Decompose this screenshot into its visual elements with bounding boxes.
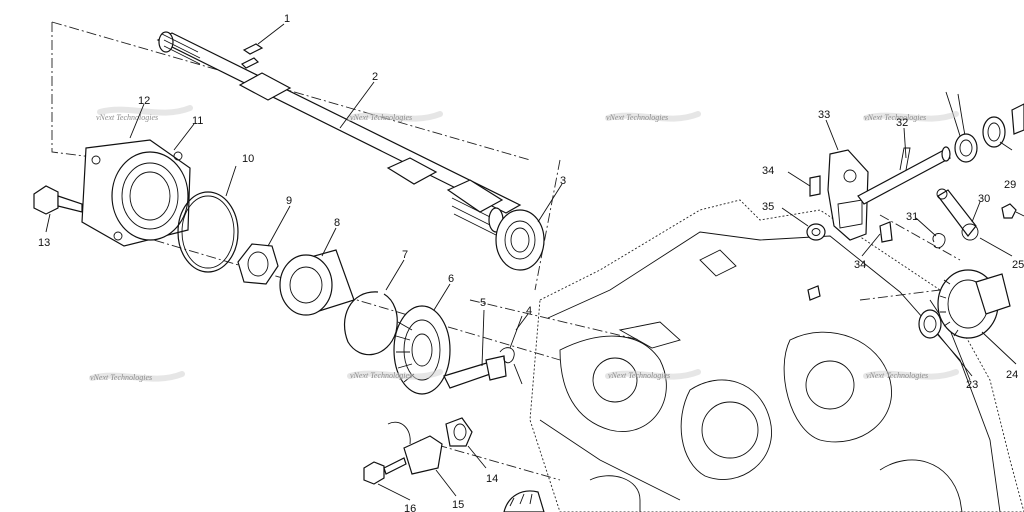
lower-gear xyxy=(503,490,545,512)
bevel-gear xyxy=(393,305,451,395)
bracket-bolt xyxy=(363,457,407,485)
lock-nut xyxy=(237,243,279,285)
callout-3: 3 xyxy=(560,175,566,187)
shift-collar xyxy=(445,417,473,447)
case-stud xyxy=(807,285,821,301)
watermark-5: vNext Technologies xyxy=(90,373,152,382)
callout-1: 1 xyxy=(284,13,290,25)
callout-4: 4 xyxy=(526,305,532,317)
callout-leaders xyxy=(45,23,1017,501)
selector-shaft xyxy=(857,146,951,205)
callout-10: 10 xyxy=(242,153,254,165)
callout-11: 11 xyxy=(192,115,203,127)
torsion-spring xyxy=(499,315,523,385)
callout-32: 32 xyxy=(896,117,908,129)
callout-7: 7 xyxy=(402,249,408,261)
collar-edge xyxy=(1011,103,1024,135)
watermark-8: vNext Technologies xyxy=(866,371,928,380)
callout-35: 35 xyxy=(762,201,774,213)
callout-31: 31 xyxy=(906,211,918,223)
callout-6: 6 xyxy=(448,273,454,285)
callout-labels: 1 2 3 4 5 6 7 8 9 10 11 12 13 14 15 16 2… xyxy=(38,13,1024,512)
watermark-2: vNext Technologies xyxy=(350,113,412,122)
output-gear xyxy=(937,269,1011,339)
callout-30: 30 xyxy=(978,193,990,205)
callout-34-lower: 34 xyxy=(854,259,866,271)
watermark-4: vNext Technologies xyxy=(864,113,926,122)
callout-23: 23 xyxy=(966,379,978,391)
watermark-3: vNext Technologies xyxy=(606,113,668,122)
shift-linkage xyxy=(932,188,979,249)
callout-13: 13 xyxy=(38,237,50,249)
seal-bearing xyxy=(495,209,545,271)
return-spring xyxy=(945,91,978,163)
spacer-ring xyxy=(982,116,1006,148)
snap-ring xyxy=(343,291,398,356)
flange-bolt xyxy=(33,185,83,215)
callout-15: 15 xyxy=(452,499,464,511)
washer xyxy=(806,223,826,241)
shift-fork-plate xyxy=(827,149,869,241)
watermark-7: vNext Technologies xyxy=(608,371,670,380)
main-shaft xyxy=(156,31,522,237)
shaft-key xyxy=(240,43,264,69)
mount-bracket xyxy=(387,421,443,475)
watermark-1: vNext Technologies xyxy=(96,113,158,122)
gear-washer xyxy=(918,309,942,339)
callout-29: 29 xyxy=(1004,179,1016,191)
callout-8: 8 xyxy=(334,217,340,229)
callout-2: 2 xyxy=(372,71,378,83)
callout-25: 25 xyxy=(1012,259,1024,271)
bearing-housing xyxy=(81,139,191,247)
shaft-spline-front xyxy=(161,33,201,65)
transmission-case xyxy=(529,199,1024,512)
detent-spring-lower xyxy=(879,221,893,243)
detent-spring-upper xyxy=(809,175,821,197)
callout-16: 16 xyxy=(404,503,416,512)
drive-bearing xyxy=(279,249,355,316)
callout-34-upper: 34 xyxy=(762,165,774,177)
callout-14: 14 xyxy=(486,473,498,485)
linkage-bolt xyxy=(1001,203,1024,219)
callout-24: 24 xyxy=(1006,369,1018,381)
callout-33: 33 xyxy=(818,109,830,121)
callout-9: 9 xyxy=(286,195,292,207)
watermark-group: vNext Technologies vNext Technologies vN… xyxy=(89,105,959,382)
watermark-6: vNext Technologies xyxy=(350,371,412,380)
callout-5: 5 xyxy=(480,297,486,309)
o-ring xyxy=(177,191,239,273)
shift-shaft xyxy=(443,355,507,389)
callout-12: 12 xyxy=(138,95,150,107)
